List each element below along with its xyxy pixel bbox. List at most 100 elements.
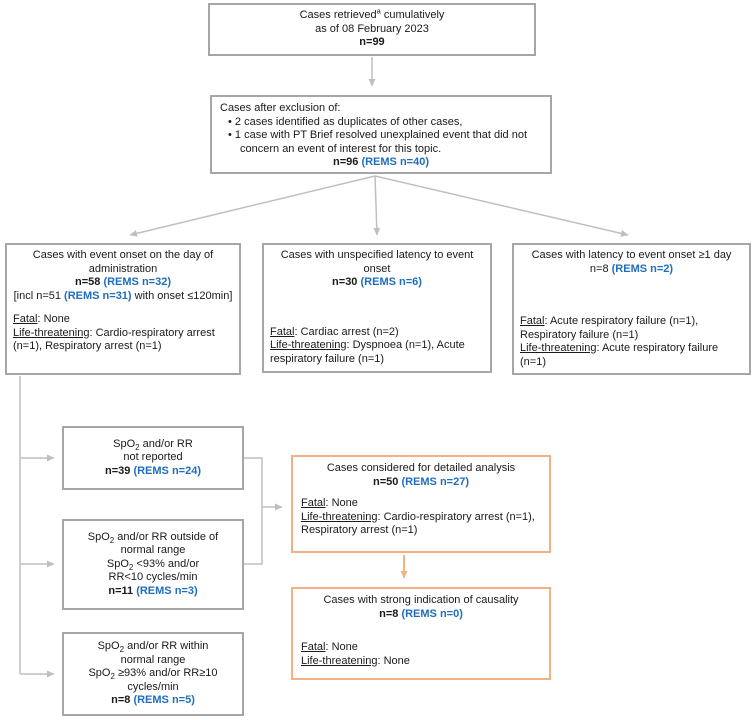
text-line: SpO2 ≥93% and/or RR≥10 (70, 667, 236, 681)
text-segment: Fatal (301, 497, 326, 509)
text-segment: [incl n=51 (13, 289, 65, 302)
spacer (520, 276, 743, 315)
text-line: Life-threatening: Cardio-respiratory arr… (301, 511, 541, 538)
text-segment: (REMS n=27) (401, 475, 469, 488)
text-line: Cases after exclusion of: (220, 102, 542, 116)
text-segment: 1 case with PT Brief resolved unexplaine… (234, 129, 528, 155)
text-line: Cases with event onset on the day of adm… (13, 249, 233, 276)
text-line: Cases with latency to event onset ≥1 day (520, 249, 743, 263)
text-segment: (REMS n=3) (136, 584, 198, 597)
text-segment: Cases with unspecified latency to event … (280, 249, 474, 275)
text-segment: Cases with event onset on the day of adm… (32, 249, 214, 275)
text-segment: : None (325, 641, 358, 653)
text-line: SpO2 and/or RR outside of (70, 531, 236, 545)
arrow-exclusion-to-unspecified (373, 175, 381, 236)
text-segment: (REMS n=5) (133, 694, 195, 707)
arrow-exclusion-to-onset-day (129, 175, 376, 237)
text-segment: (REMS n=40) (361, 156, 429, 168)
text-segment: a (376, 6, 381, 16)
text-line: normal range (70, 544, 236, 558)
text-line: Cases with strong indication of causalit… (301, 594, 541, 608)
text-line: SpO2 and/or RR within (70, 640, 236, 654)
text-segment: Life-threatening (270, 339, 347, 351)
text-segment: (REMS n=24) (133, 464, 201, 477)
text-segment: Fatal (301, 641, 326, 653)
text-line: Cases considered for detailed analysis (301, 462, 541, 476)
text-segment: with onset ≤120min] (131, 289, 233, 302)
text-segment: Cases retrieved (299, 9, 377, 22)
spacer (13, 303, 233, 313)
spacer (270, 290, 484, 326)
text-segment: • (228, 115, 235, 128)
text-segment: normal range (120, 653, 186, 666)
text-segment: SpO (87, 530, 110, 543)
text-segment: normal range (120, 544, 186, 557)
text-segment: (REMS n=0) (401, 607, 463, 620)
text-line: normal range (70, 654, 236, 668)
text-line: Fatal: Cardiac arrest (n=2) (270, 326, 484, 340)
text-segment: (REMS n=2) (611, 262, 674, 275)
text-segment: n=96 (333, 156, 359, 168)
box-cases-after-exclusion: Cases after exclusion of:• 2 cases ident… (210, 95, 552, 174)
text-line: Fatal: None (301, 641, 541, 655)
box-onset-day-of-administration: Cases with event onset on the day of adm… (5, 243, 241, 375)
box-strong-causality: Cases with strong indication of causalit… (291, 587, 551, 680)
text-segment: (REMS n=31) (64, 289, 132, 302)
text-line: SpO2 and/or RR (70, 438, 236, 452)
spacer (301, 489, 541, 497)
line-spo2-not-reported-merge (244, 457, 263, 507)
text-segment: n=58 (75, 276, 101, 288)
text-line: SpO2 <93% and/or (70, 558, 236, 572)
text-segment: SpO (106, 557, 129, 570)
text-segment: 2 (110, 672, 115, 682)
text-segment: SpO (113, 437, 136, 450)
text-segment: Cases after exclusion of: (220, 102, 341, 114)
text-segment: Life-threatening (13, 326, 90, 339)
text-segment: Cases considered for detailed analysis (326, 462, 516, 474)
text-segment: Life-threatening (301, 654, 378, 667)
text-segment: Fatal (520, 315, 545, 327)
text-segment: : Acute respiratory failure (n=1), Respi… (520, 315, 699, 341)
text-segment: (REMS n=32) (103, 276, 171, 288)
text-line: not reported (70, 451, 236, 465)
text-segment: • (228, 129, 235, 141)
text-segment: n=11 (108, 584, 134, 597)
text-segment: and/or RR outside of (114, 530, 219, 543)
text-segment: ≥93% and/or RR≥10 (114, 667, 218, 680)
text-line: n=39 (REMS n=24) (70, 465, 236, 479)
text-line: n=8 (REMS n=0) (301, 608, 541, 622)
text-segment: not reported (123, 451, 183, 464)
text-line: n=30 (REMS n=6) (270, 276, 484, 290)
text-line: [incl n=51 (REMS n=31) with onset ≤120mi… (13, 290, 233, 304)
text-segment: Cases with strong indication of causalit… (323, 594, 519, 606)
text-segment: (REMS n=6) (360, 276, 422, 288)
text-line: n=11 (REMS n=3) (70, 585, 236, 599)
box-unspecified-latency: Cases with unspecified latency to event … (262, 243, 492, 373)
text-line: n=99 (216, 36, 528, 50)
text-segment: <93% and/or (133, 557, 200, 570)
text-line: Fatal: Acute respiratory failure (n=1), … (520, 315, 743, 342)
text-line: n=50 (REMS n=27) (301, 476, 541, 490)
text-line: Life-threatening: Acute respiratory fail… (520, 342, 743, 369)
text-line: RR<10 cycles/min (70, 571, 236, 585)
text-line: Life-threatening: Dyspnoea (n=1), Acute … (270, 339, 484, 366)
text-segment: : Acute respiratory failure (n=1) (520, 342, 719, 368)
text-segment: SpO (97, 640, 120, 653)
spacer (301, 621, 541, 641)
text-line: Cases with unspecified latency to event … (270, 249, 484, 276)
text-segment: n=39 (105, 464, 131, 477)
text-segment: as of 08 February 2023 (315, 22, 429, 35)
text-line: Fatal: None (301, 497, 541, 511)
text-segment: cumulatively (380, 9, 445, 22)
text-segment: Life-threatening (301, 510, 378, 523)
text-segment: : Cardiac arrest (n=2) (294, 325, 399, 338)
text-segment: Fatal (13, 313, 38, 325)
text-segment: cycles/min (127, 680, 179, 693)
text-segment: n=8 (379, 607, 399, 620)
text-segment: n=50 (373, 475, 399, 488)
